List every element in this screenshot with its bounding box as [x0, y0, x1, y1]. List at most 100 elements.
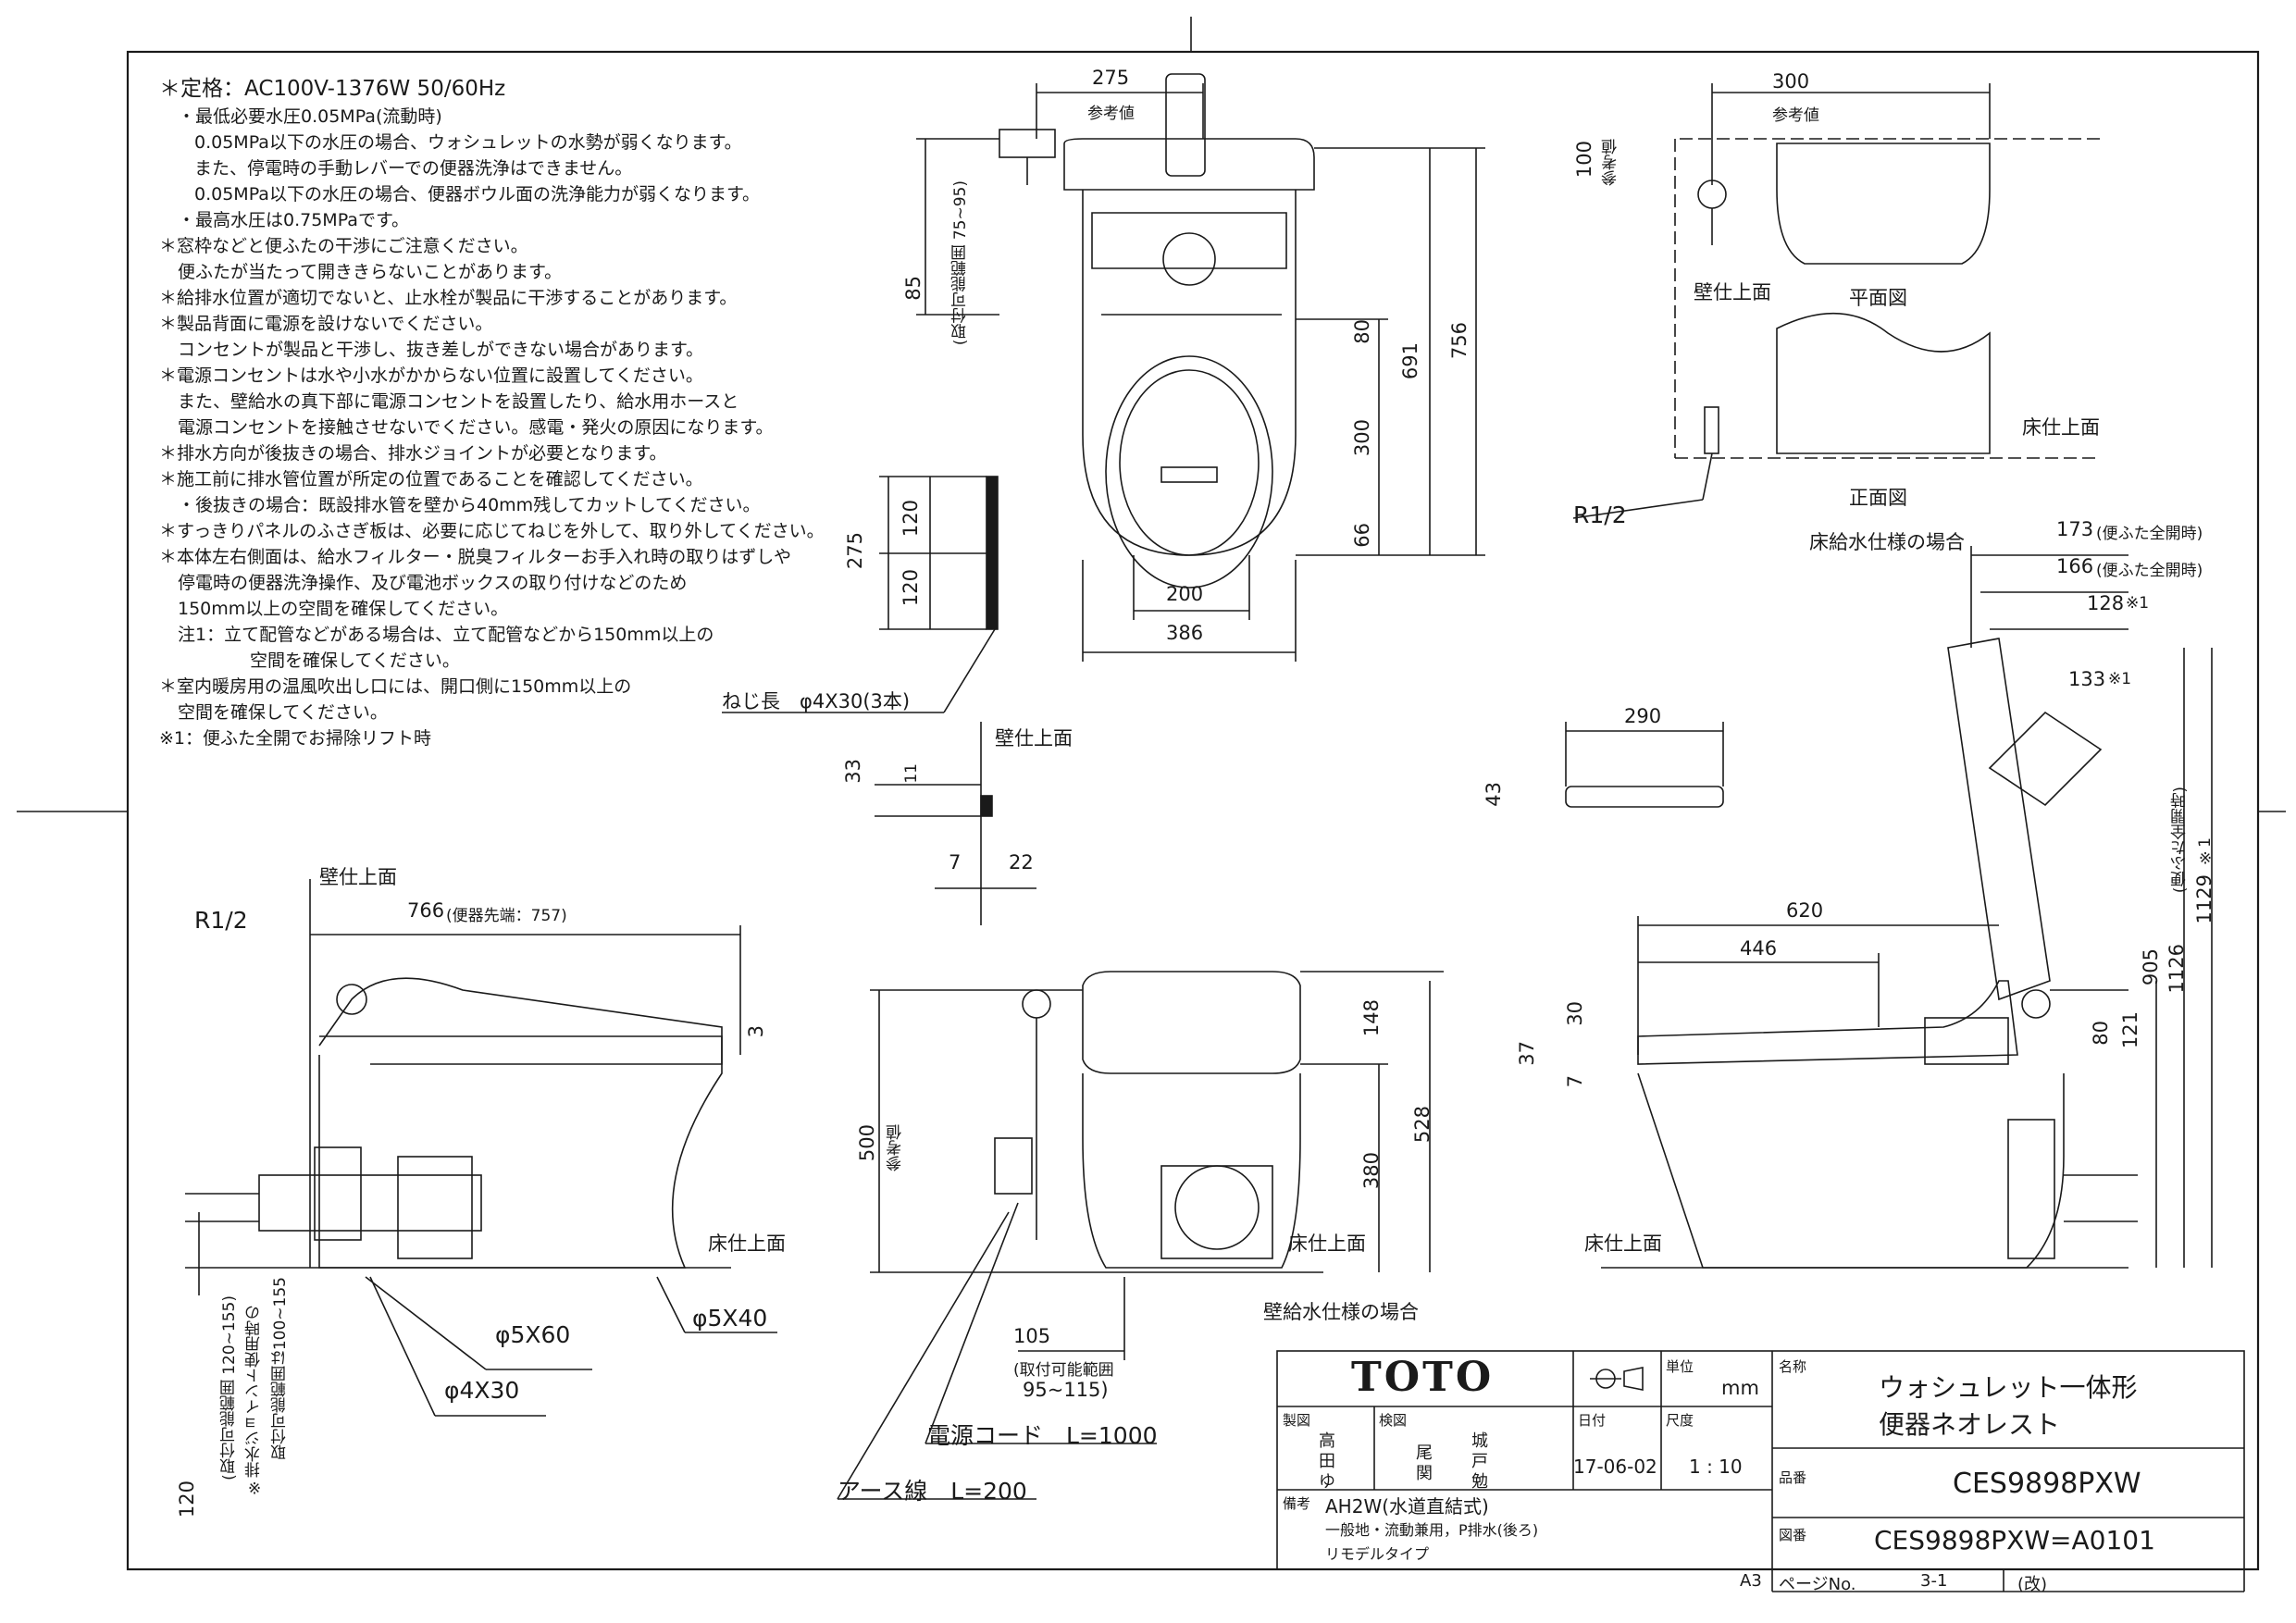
- checker-name: 城: [1471, 1431, 1488, 1451]
- dim-500: 500: [856, 1124, 878, 1162]
- note-line: 停電時の便器洗浄操作、及び電池ボックスの取り付けなどのため: [178, 573, 688, 593]
- page-number: 3-1: [1920, 1571, 1948, 1591]
- sheet-size: A3: [1740, 1571, 1762, 1591]
- joint-note-label: ※排水ジョイント使用時の: [245, 1305, 264, 1496]
- dim-3: 3: [745, 1025, 767, 1038]
- dim-166: 166: [2056, 555, 2094, 577]
- checker-name: 尾: [1416, 1443, 1433, 1463]
- date-label: 日付: [1578, 1412, 1607, 1429]
- remarks-line-2: 一般地・流動兼用，P排水(後ろ): [1325, 1521, 1539, 1539]
- scale-label: 尺度: [1666, 1412, 1694, 1429]
- dim-1126-note: (便ふた全開時): [2171, 787, 2190, 894]
- drafter-name: ゆ: [1319, 1472, 1335, 1492]
- dim-121: 121: [2119, 1011, 2141, 1049]
- note-line: ＊施工前に排水管位置が所定の位置であることを確認してください。: [159, 469, 703, 489]
- dim-80: 80: [1351, 319, 1373, 344]
- note-line: ＊窓枠などと便ふたの干渉にご注意ください。: [159, 236, 528, 256]
- note-line: ＊排水方向が後抜きの場合、排水ジョイントが必要となります。: [159, 443, 667, 464]
- note-line: 空間を確保してください。: [250, 650, 460, 671]
- remarks-line-3: リモデルタイプ: [1325, 1545, 1430, 1563]
- floor-finish-label: 床仕上面: [1584, 1233, 1662, 1255]
- dim-7: 7: [949, 851, 962, 873]
- dim-200: 200: [1166, 583, 1204, 605]
- dim-120c: 120: [176, 1481, 198, 1518]
- checker-name: 関: [1416, 1464, 1433, 1483]
- screw-phi5x40-label: φ5X40: [692, 1305, 768, 1332]
- floor-finish-label: 床仕上面: [2022, 416, 2100, 439]
- dim-691: 691: [1399, 342, 1421, 380]
- plan-view-label: 平面図: [1849, 287, 1907, 309]
- front-view-label: 正面図: [1849, 487, 1907, 509]
- drafter-label: 製図: [1283, 1412, 1311, 1429]
- dim-22: 22: [1009, 851, 1034, 873]
- joint-note-label: 取付可能範囲は100~155: [271, 1277, 290, 1461]
- checker-name: 勉: [1471, 1472, 1488, 1492]
- scale-value: 1 : 10: [1689, 1456, 1743, 1478]
- checker-name: 戸: [1471, 1452, 1488, 1471]
- dim-386: 386: [1166, 622, 1204, 644]
- note-line: 0.05MPa以下の水圧の場合、ウォシュレットの水勢が弱くなります。: [194, 132, 742, 153]
- dim-173-note: (便ふた全開時): [2096, 525, 2203, 543]
- product-name-2: 便器ネオレスト: [1879, 1409, 2061, 1440]
- reference-value-label: 参考値: [1087, 105, 1135, 123]
- bracket-detail-view: [875, 722, 1036, 925]
- product-number-label: 品番: [1779, 1469, 1807, 1486]
- dim-148: 148: [1360, 999, 1383, 1037]
- unit-label: 単位: [1666, 1358, 1694, 1375]
- dim-128: 128: [2087, 592, 2125, 614]
- dim-128-note: ※1: [2126, 594, 2150, 613]
- note-line: ＊製品背面に電源を設けないでください。: [159, 314, 493, 334]
- install-range-label: 95~115): [1023, 1379, 1109, 1401]
- screw-length-label: ねじ長 φ4X30(3本): [722, 690, 911, 712]
- floor-supply-plan-view: [1572, 83, 2101, 519]
- drawing-number-label: 図番: [1779, 1527, 1807, 1543]
- dim-33: 33: [842, 759, 864, 784]
- dim-166-note: (便ふた全開時): [2096, 562, 2203, 580]
- drafter-name: 田: [1319, 1452, 1335, 1471]
- dim-43: 43: [1483, 782, 1505, 807]
- dim-905: 905: [2140, 948, 2162, 986]
- remarks-line-1: AH2W(水道直結式): [1325, 1495, 1489, 1518]
- brand-logo: TOTO: [1351, 1354, 1495, 1401]
- dim-133-note: ※1: [2108, 670, 2132, 688]
- top-plan-view: [916, 73, 1485, 662]
- dim-30: 30: [1564, 1001, 1586, 1026]
- install-range-label: (取付可能範囲 75~95): [951, 180, 970, 346]
- dim-173: 173: [2056, 518, 2094, 540]
- note-line: ・最低必要水圧0.05MPa(流動時): [178, 106, 442, 127]
- left-side-view: [185, 879, 777, 1417]
- install-range-label: (取付可能範囲: [1013, 1361, 1114, 1380]
- product-number: CES9898PXW: [1953, 1468, 2141, 1500]
- dim-766: 766: [407, 899, 445, 922]
- dim-133: 133: [2068, 668, 2106, 690]
- note-line: ＊室内暖房用の温風吹出し口には、開口側に150mm以上の: [159, 676, 632, 697]
- note-line: ・後抜きの場合：既設排水管を壁から40mm残してカットしてください。: [178, 495, 761, 515]
- floor-supply-spec-label: 床給水仕様の場合: [1809, 531, 1965, 553]
- reference-value-label: 参考値: [887, 1124, 905, 1171]
- note-line: コンセントが製品と干渉し、抜き差しができない場合があります。: [178, 340, 704, 360]
- reference-value-label: 参考値: [1602, 139, 1620, 186]
- remote-control-view: [1565, 722, 1724, 808]
- dim-446: 446: [1740, 937, 1778, 960]
- thread-r12-label: R1/2: [194, 907, 248, 934]
- note-line: 0.05MPa以下の水圧の場合、便器ボウル面の洗浄能力が弱くなります。: [194, 184, 761, 204]
- screw-phi5x60-label: φ5X60: [495, 1321, 571, 1348]
- dim-620: 620: [1786, 899, 1824, 922]
- wall-finish-label: 壁仕上面: [995, 727, 1073, 750]
- note-line: ＊定格：AC100V-1376W 50/60Hz: [159, 77, 506, 101]
- revision-label: (改): [2017, 1575, 2048, 1594]
- remarks-label: 備考: [1283, 1495, 1311, 1512]
- install-range-label: (取付可能範囲 120~155): [220, 1295, 239, 1481]
- screw-phi4x30-label: φ4X30: [444, 1377, 520, 1404]
- dim-7b: 7: [1564, 1075, 1586, 1088]
- dim-766-note: (便器先端：757): [446, 907, 567, 925]
- dim-300: 300: [1772, 70, 1810, 93]
- right-side-view: [1601, 546, 2213, 1269]
- dim-85: 85: [902, 276, 925, 301]
- dim-120a: 120: [900, 500, 922, 538]
- drafter-name: 高: [1319, 1431, 1335, 1451]
- front-view: [837, 971, 1444, 1500]
- dim-300b: 300: [1351, 419, 1373, 457]
- product-name-1: ウォシュレット一体形: [1879, 1372, 2138, 1403]
